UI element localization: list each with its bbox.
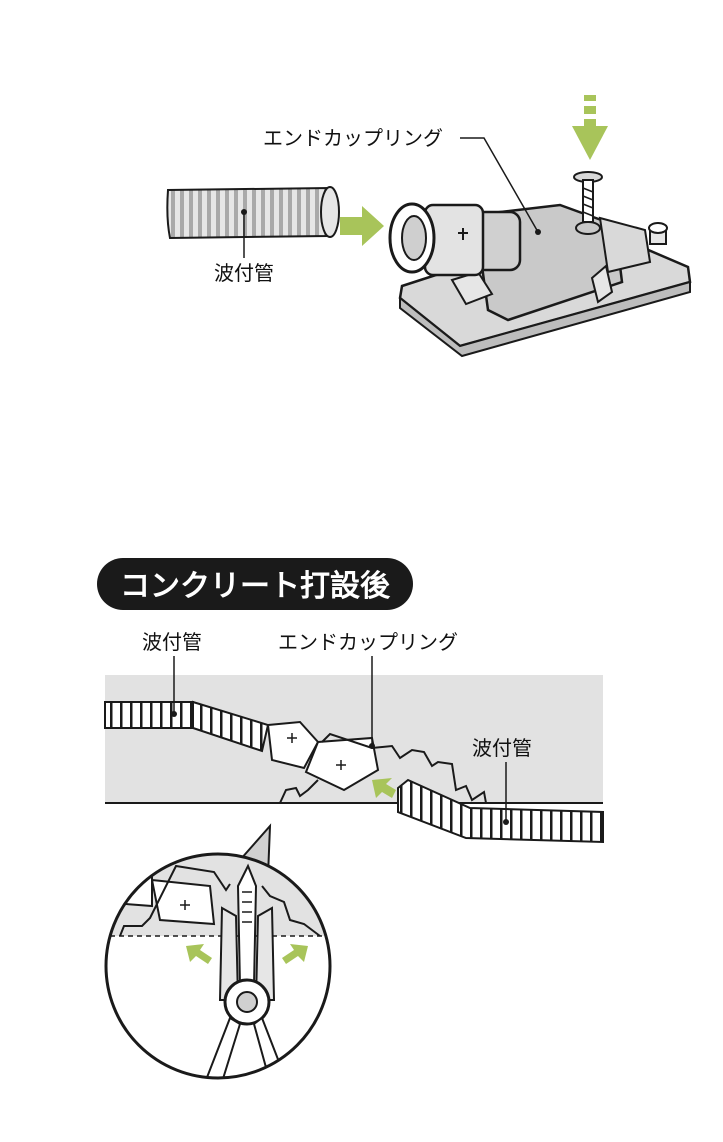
- arrow-up-left-icon: [372, 778, 396, 798]
- arrow-left-icon: [186, 944, 212, 964]
- pliers-icon: [204, 863, 288, 1078]
- arrow-down-icon: [572, 95, 608, 160]
- label-end-coupling-bottom: エンドカップリング: [278, 630, 458, 654]
- label-end-coupling-top: エンドカップリング: [263, 126, 443, 150]
- bottom-figure: コンクリート打設後: [97, 558, 604, 1080]
- corrugated-pipe-left: [104, 700, 270, 753]
- section-title-badge: コンクリート打設後: [97, 558, 413, 610]
- section-title: コンクリート打設後: [120, 569, 391, 604]
- arrow-right-small-icon: [282, 944, 308, 964]
- label-corrugated-pipe-top: 波付管: [214, 261, 274, 285]
- label-corrugated-pipe-right: 波付管: [472, 736, 532, 760]
- screw-icon: [573, 171, 603, 235]
- leader-line-end-coupling: [460, 137, 539, 233]
- corrugated-pipe-right: [397, 778, 604, 844]
- detail-magnifier: [104, 823, 332, 1080]
- end-coupling-section: [266, 720, 487, 804]
- corrugated-pipe-top: [166, 186, 340, 240]
- label-corrugated-pipe-left: 波付管: [142, 630, 202, 654]
- top-figure: エンドカップリング 波付管: [166, 95, 692, 358]
- arrow-right-icon: [340, 206, 384, 246]
- end-coupling-part: [388, 202, 692, 358]
